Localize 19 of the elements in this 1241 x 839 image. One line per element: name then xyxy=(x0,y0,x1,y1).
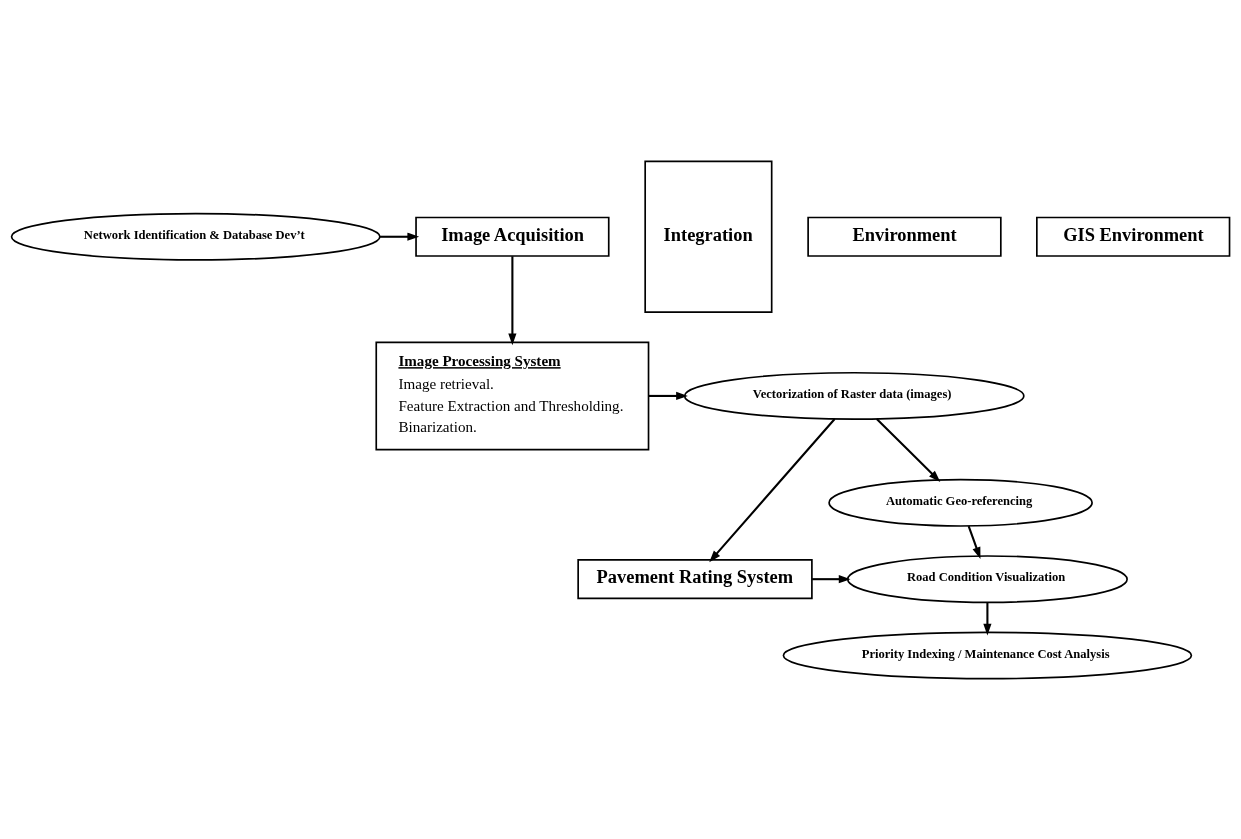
node-ellipse: Vectorization of Raster data (images) xyxy=(683,371,1025,420)
arrow xyxy=(967,525,981,559)
node-ellipse: Road Condition Visualization xyxy=(846,554,1128,603)
node-ellipse: Priority Indexing / Maintenance Cost Analysis xyxy=(782,631,1193,680)
arrow xyxy=(983,601,992,635)
arrow xyxy=(812,574,851,583)
node-box: Integration xyxy=(644,160,773,313)
node-box: Pavement Rating System xyxy=(577,558,813,599)
arrow xyxy=(648,391,688,400)
arrow xyxy=(380,232,420,241)
node-ellipse: Network Identification & Database Dev’t xyxy=(10,212,381,261)
node-box: Environment xyxy=(807,216,1002,257)
node-box: Image Acquisition xyxy=(415,216,610,257)
node-ellipse: Automatic Geo-referencing xyxy=(828,478,1093,527)
arrow xyxy=(876,417,941,482)
arrow xyxy=(508,255,517,345)
node-box: GIS Environment xyxy=(1036,216,1231,257)
arrow xyxy=(709,417,836,562)
node-box: Image Processing System Image retrieval. Feature Extraction and Thresholding. Binarization. xyxy=(375,340,650,450)
